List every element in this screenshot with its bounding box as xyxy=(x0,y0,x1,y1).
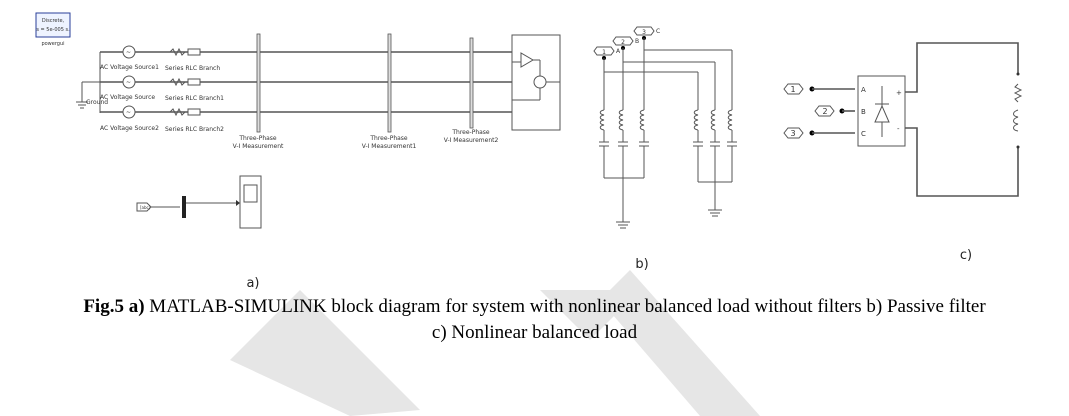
filter-branch[interactable] xyxy=(710,100,720,182)
panel-c: 1 2 3 A B C + - xyxy=(783,42,1023,263)
resistor-icon xyxy=(1013,83,1023,103)
subfig-label-b: b) xyxy=(635,257,648,272)
svg-text:B: B xyxy=(861,108,866,116)
filter-branch[interactable] xyxy=(727,100,737,182)
svg-text:2: 2 xyxy=(621,39,625,46)
svg-text:+: + xyxy=(896,89,902,97)
vi-measurement-block[interactable]: Three-Phase V-I Measurement2 xyxy=(444,37,499,144)
inport-1[interactable]: 1 xyxy=(783,83,804,95)
svg-text:C: C xyxy=(656,28,660,35)
resistor-icon xyxy=(169,77,186,87)
ac-source-icon[interactable] xyxy=(122,45,136,59)
svg-text:3: 3 xyxy=(790,129,795,138)
figure-caption-line1: Fig.5 a) MATLAB-SIMULINK block diagram f… xyxy=(0,296,1069,318)
inductor-icon xyxy=(618,109,624,131)
ground-icon xyxy=(616,221,630,229)
source-label: AC Voltage Source2 xyxy=(100,125,159,132)
svg-text:B: B xyxy=(635,38,639,45)
diode-bridge-block[interactable]: A B C + - xyxy=(857,75,906,147)
svg-text:~: ~ xyxy=(126,79,131,86)
powergui-line2: s = 5e-005 s. xyxy=(36,27,70,33)
scope-block[interactable] xyxy=(239,175,262,229)
rlc-branch-label: Series RLC Branch1 xyxy=(165,95,224,102)
ac-source-icon[interactable] xyxy=(122,105,136,119)
subfig-label-c: c) xyxy=(960,248,972,263)
powergui-line1: Discrete, xyxy=(42,18,65,24)
svg-text:~: ~ xyxy=(126,109,131,116)
svg-text:V-I Measurement1: V-I Measurement1 xyxy=(362,143,417,150)
filter-branch[interactable] xyxy=(618,100,628,178)
phase-row-2: ~ AC Voltage Source Series RLC Branch1 xyxy=(100,75,512,102)
phase-row-3: ~ AC Voltage Source2 Series RLC Branch2 xyxy=(100,105,512,133)
figure-caption-line2: c) Nonlinear balanced load xyxy=(431,322,638,343)
svg-text:A: A xyxy=(616,48,621,55)
inductor-icon xyxy=(187,48,201,56)
diode-icon xyxy=(874,86,890,137)
rl-load-icon xyxy=(1013,72,1023,149)
svg-text:3: 3 xyxy=(642,29,646,36)
goto-tag-block[interactable]: [abc] xyxy=(136,202,152,212)
ground-icon xyxy=(76,101,88,109)
inductor-icon xyxy=(599,109,605,131)
source-label: AC Voltage Source xyxy=(100,94,155,101)
ac-source-icon[interactable] xyxy=(122,75,136,89)
svg-text:Three-Phase: Three-Phase xyxy=(238,135,277,142)
panel-a: Discrete, s = 5e-005 s. powergui Ground … xyxy=(35,12,561,291)
svg-text:A: A xyxy=(861,86,866,94)
powergui-label: powergui xyxy=(41,41,64,47)
svg-text:~: ~ xyxy=(126,49,131,56)
resistor-icon xyxy=(169,47,186,57)
inductor-icon xyxy=(187,108,201,116)
inductor-icon xyxy=(693,109,699,131)
mux-block[interactable] xyxy=(182,196,186,218)
load-subsystem-block[interactable] xyxy=(511,34,561,131)
caption-text: MATLAB-SIMULINK block diagram for system… xyxy=(144,296,986,317)
svg-text:[abc]: [abc] xyxy=(140,205,151,210)
source-label: AC Voltage Source1 xyxy=(100,64,159,71)
filter-branch[interactable] xyxy=(639,100,649,178)
inductor-icon xyxy=(1013,109,1019,132)
subfig-label-a: a) xyxy=(246,276,259,291)
ground-label: Ground xyxy=(86,99,108,106)
inductor-icon xyxy=(639,109,645,131)
figure-id: Fig.5 a) xyxy=(83,296,145,317)
inductor-icon xyxy=(187,78,201,86)
inductor-icon xyxy=(727,109,733,131)
inductor-icon xyxy=(710,109,716,131)
resistor-icon xyxy=(169,107,186,117)
vi-measurement-block[interactable]: Three-Phase V-I Measurement1 xyxy=(362,33,417,150)
ground-icon xyxy=(708,209,722,217)
svg-text:V-I Measurement2: V-I Measurement2 xyxy=(444,137,499,144)
inport-2[interactable]: 2 xyxy=(814,105,835,117)
phase-row-1: ~ AC Voltage Source1 Series RLC Branch xyxy=(100,45,512,72)
svg-text:2: 2 xyxy=(822,107,827,116)
svg-text:-: - xyxy=(897,125,900,133)
inport-3[interactable]: 3 xyxy=(783,127,804,139)
rlc-branch-label: Series RLC Branch2 xyxy=(165,126,224,133)
filter-branch[interactable] xyxy=(693,100,703,182)
svg-text:V-I Measurement: V-I Measurement xyxy=(233,143,284,150)
rlc-branch-label: Series RLC Branch xyxy=(165,65,220,72)
powergui-block[interactable]: Discrete, s = 5e-005 s. powergui xyxy=(35,12,71,47)
vi-measurement-block[interactable]: Three-Phase V-I Measurement xyxy=(233,33,284,150)
svg-text:Three-Phase: Three-Phase xyxy=(369,135,408,142)
svg-text:1: 1 xyxy=(602,49,606,56)
svg-text:Three-Phase: Three-Phase xyxy=(451,129,490,136)
filter-branch[interactable] xyxy=(599,100,609,178)
svg-text:1: 1 xyxy=(790,85,795,94)
svg-text:C: C xyxy=(861,130,866,138)
